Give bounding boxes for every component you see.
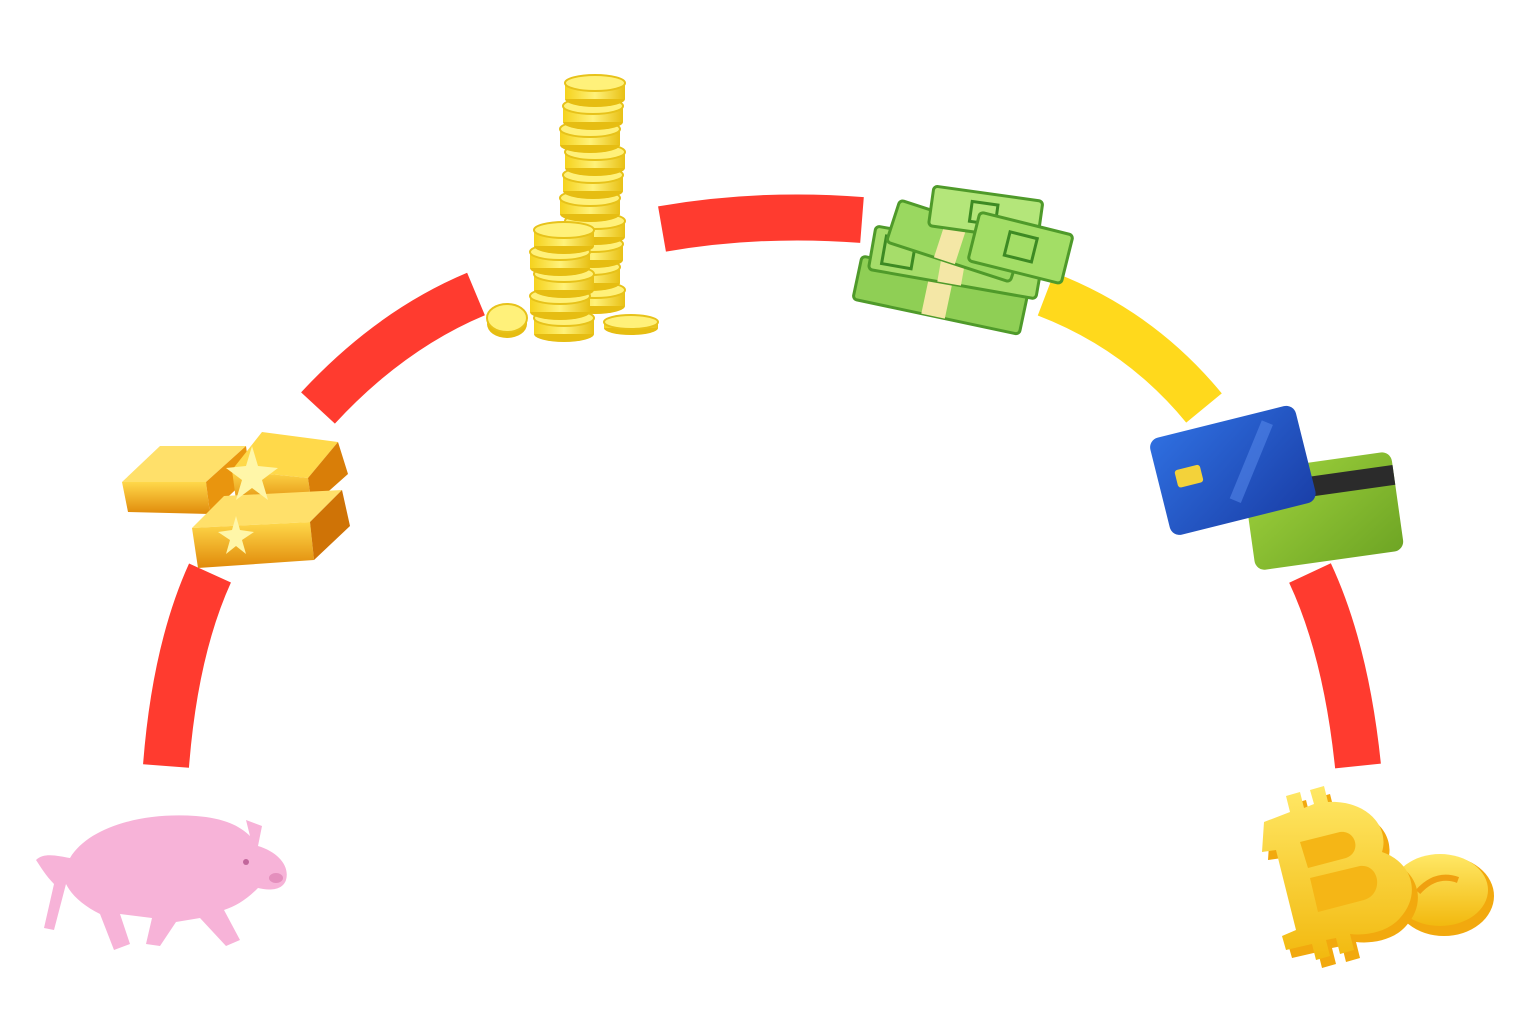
coin <box>529 287 591 320</box>
coin <box>486 303 528 338</box>
arc-segment-4 <box>1037 272 1222 423</box>
arc-segment-3 <box>658 194 864 252</box>
cash-bundles-icon <box>852 185 1074 336</box>
credit-cards-icon <box>1150 405 1404 570</box>
bitcoin-icon <box>1262 786 1494 968</box>
gold-bars-icon <box>122 432 350 568</box>
coin <box>533 221 595 254</box>
piggy-bank-icon <box>36 815 287 950</box>
coin-stack-icon <box>486 74 659 342</box>
arc-segment-2 <box>301 272 486 424</box>
arc-segment-5 <box>1289 563 1381 769</box>
coin <box>603 314 659 335</box>
coin <box>564 74 626 107</box>
arc-segment-1 <box>143 563 232 768</box>
arc-segments <box>143 194 1381 769</box>
